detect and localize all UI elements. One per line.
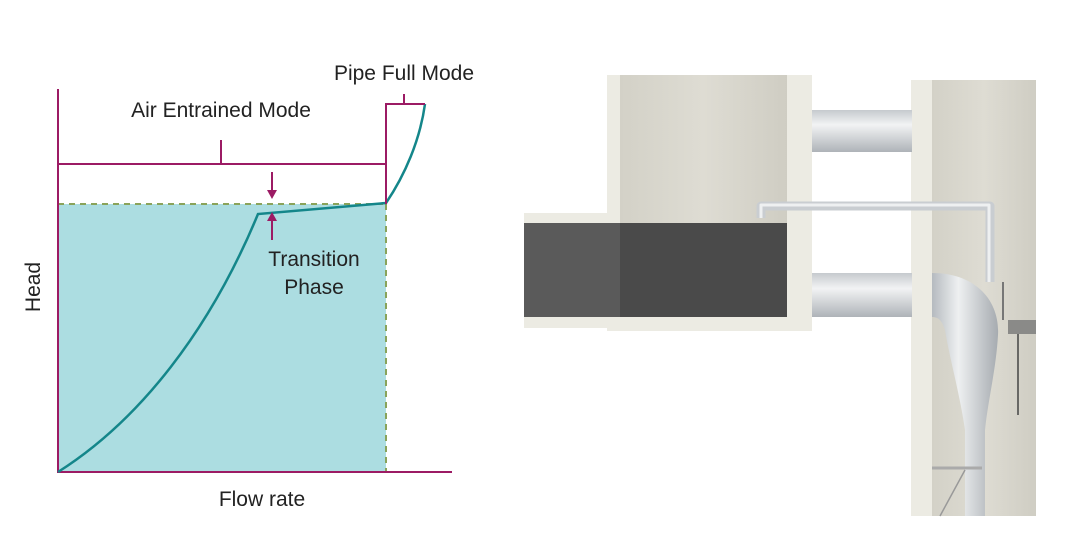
head-flow-curve [57,103,427,474]
operating-region-fill [58,204,386,472]
transition-label-line2: Phase [284,276,344,299]
air-entrained-label: Air Entrained Mode [131,99,311,122]
transition-arrow-up [267,212,277,240]
pipe-full-bracket [385,94,425,204]
inlet-channel-water [524,223,620,317]
shaft-illustration [524,75,1036,517]
left-shaft-interior [620,75,787,223]
head-flow-diagram: Air Entrained Mode Pipe Full Mode Transi… [22,62,474,511]
pipe-brace [939,469,966,517]
air-entrained-bracket [58,140,386,165]
shaft-water [620,223,787,317]
x-axis-label: Flow rate [219,488,305,511]
transition-arrow-down [267,172,277,199]
platform [1008,320,1036,334]
y-axis-label: Head [22,262,45,312]
right-shaft-wall [911,80,932,516]
transition-label-line1: Transition [268,248,359,271]
pipe-full-label: Pipe Full Mode [334,62,474,85]
vent-pipe-highlight [759,203,991,282]
lower-pipe [812,273,912,317]
upper-pipe [812,110,912,152]
drop-pipe-elbow [932,273,999,516]
